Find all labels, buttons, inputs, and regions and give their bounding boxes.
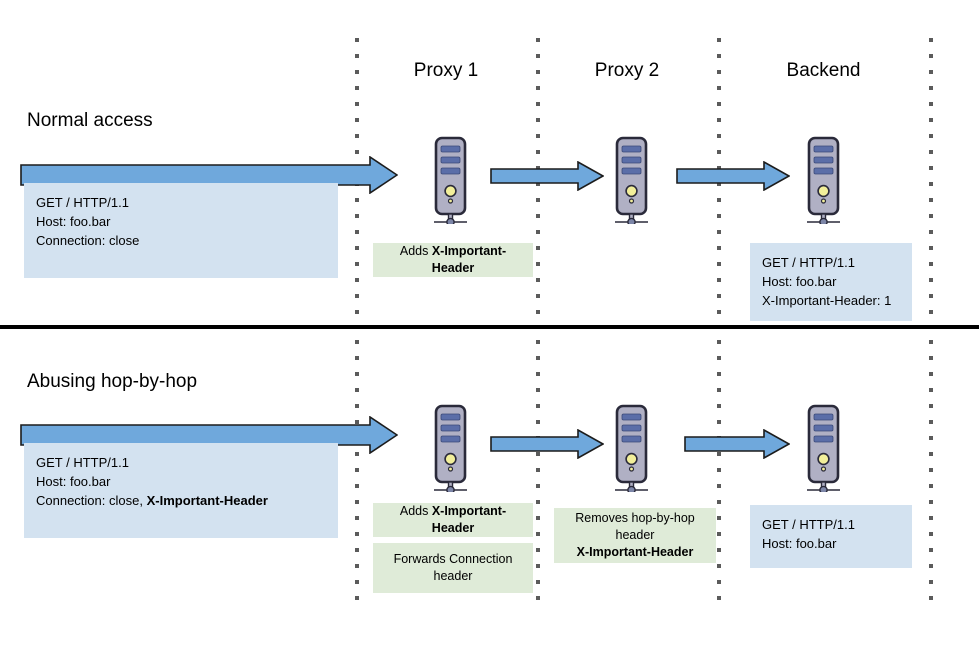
lane-title-proxy-2: Proxy 2 [594, 60, 660, 81]
request-line-3: X-Important-Header: 1 [762, 293, 892, 308]
request-line-3: Connection: close [36, 233, 140, 248]
lane-separator-2-bottom [536, 340, 540, 608]
request-line-2: Host: foo.bar [762, 536, 837, 551]
section-divider [0, 325, 979, 329]
info-box-backend-request-abuse: GET / HTTP/1.1 Host: foo.bar [750, 505, 912, 568]
request-line-1: GET / HTTP/1.1 [762, 255, 855, 270]
request-line-1: GET / HTTP/1.1 [762, 517, 855, 532]
arrow-proxy2-to-backend-abuse [684, 429, 790, 459]
arrow-proxy1-to-proxy2-abuse [490, 429, 604, 459]
arrow-proxy2-to-backend-normal [676, 161, 790, 191]
note-text: Forwards Connection header [393, 552, 513, 583]
server-icon-proxy1-normal [424, 136, 476, 224]
server-icon-backend-abuse [797, 404, 849, 492]
request-line-2: Host: foo.bar [36, 474, 111, 489]
note-header-name: X-Important-Header [431, 504, 507, 535]
request-line-3: Connection: close, X-Important-Header [36, 491, 326, 510]
note-text: Removes hop-by-hop header [575, 511, 695, 542]
request-line-1: GET / HTTP/1.1 [36, 455, 129, 470]
note-box-proxy1-forwards-connection-abuse: Forwards Connection header [373, 543, 533, 593]
request-line-3-prefix: Connection: close, [36, 493, 147, 508]
server-icon-proxy1-abuse [424, 404, 476, 492]
request-line-2: Host: foo.bar [36, 214, 111, 229]
info-box-client-request-normal: GET / HTTP/1.1 Host: foo.bar Connection:… [24, 183, 338, 278]
lane-title-backend: Backend [786, 60, 861, 81]
server-icon-backend-normal [797, 136, 849, 224]
server-icon-proxy2-normal [605, 136, 657, 224]
lane-separator-4-top [929, 38, 933, 314]
note-box-proxy1-normal: Adds X-Important-Header [373, 243, 533, 277]
lane-title-proxy-1: Proxy 1 [413, 60, 479, 81]
lane-separator-1-bottom [355, 340, 359, 608]
section-title-normal-access: Normal access [27, 110, 153, 131]
note-header-name: X-Important-Header [576, 545, 694, 559]
request-line-3-header: X-Important-Header [146, 493, 268, 508]
request-line-1: GET / HTTP/1.1 [36, 195, 129, 210]
note-box-proxy1-adds-header-abuse: Adds X-Important-Header [373, 503, 533, 537]
note-prefix: Adds [399, 244, 432, 258]
server-icon-proxy2-abuse [605, 404, 657, 492]
lane-separator-4-bottom [929, 340, 933, 608]
arrow-proxy1-to-proxy2-normal [490, 161, 604, 191]
info-box-backend-request-normal: GET / HTTP/1.1 Host: foo.bar X-Important… [750, 243, 912, 321]
note-header-name: X-Important-Header [431, 244, 507, 275]
lane-separator-3-bottom [717, 340, 721, 608]
request-line-2: Host: foo.bar [762, 274, 837, 289]
section-title-abusing-hop-by-hop: Abusing hop-by-hop [27, 371, 198, 392]
note-prefix: Adds [399, 504, 432, 518]
info-box-client-request-abuse: GET / HTTP/1.1 Host: foo.bar Connection:… [24, 443, 338, 538]
